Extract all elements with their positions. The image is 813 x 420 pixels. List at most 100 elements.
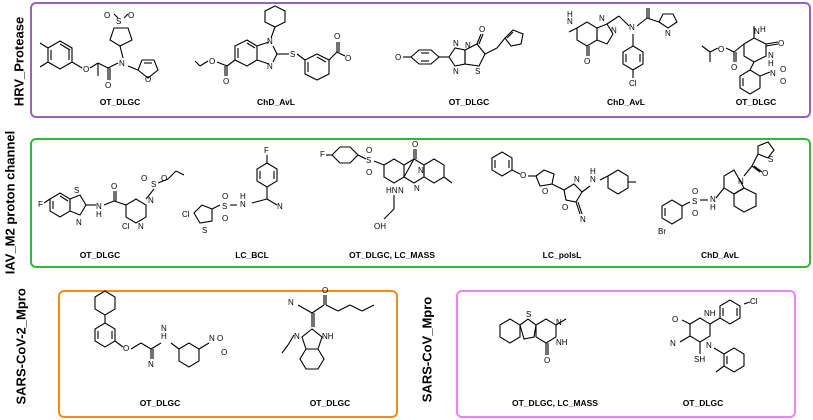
svg-text:O: O xyxy=(520,171,526,180)
svg-text:S: S xyxy=(74,186,79,195)
svg-text:O: O xyxy=(780,65,786,74)
svg-text:N: N xyxy=(599,14,605,23)
svg-text:N: N xyxy=(240,200,246,209)
svg-text:O: O xyxy=(334,32,340,41)
svg-text:N: N xyxy=(706,341,712,350)
svg-text:S: S xyxy=(290,50,295,59)
svg-text:O: O xyxy=(731,63,737,72)
svg-text:N: N xyxy=(418,166,424,175)
svg-text:N: N xyxy=(277,202,283,211)
svg-text:Cl: Cl xyxy=(122,222,130,231)
caption-sars2-2: OT_DLGC xyxy=(309,398,351,408)
panel-hrv-protease xyxy=(30,2,811,118)
svg-text:O: O xyxy=(111,182,117,191)
svg-text:O: O xyxy=(105,81,111,90)
svg-text:N: N xyxy=(288,298,294,307)
caption-sars2-1: OT_DLGC xyxy=(139,398,181,408)
svg-text:O: O xyxy=(83,65,89,74)
molecule-iav-4: O O NO NH N xyxy=(491,151,636,224)
molecule-sars2-1: O N HN N OO xyxy=(94,290,227,369)
caption-hrv-3: OT_DLGC xyxy=(448,97,490,107)
svg-text:O: O xyxy=(222,192,228,201)
svg-text:OH: OH xyxy=(374,222,386,231)
svg-text:N: N xyxy=(567,17,573,26)
svg-text:O: O xyxy=(692,209,698,218)
svg-text:F: F xyxy=(38,200,43,209)
svg-text:O: O xyxy=(161,174,167,183)
svg-text:O: O xyxy=(217,334,223,343)
caption-sars-1: OT_DLGC, LC_MASS xyxy=(512,398,598,408)
svg-text:O: O xyxy=(141,174,147,183)
molecule-iav-5: S O N NH S OO Br xyxy=(658,141,775,236)
svg-text:HN: HN xyxy=(386,186,398,195)
svg-text:O: O xyxy=(584,57,590,66)
caption-iav-5: ChD_AvL xyxy=(701,250,739,260)
molecule-hrv-2: N N S O O O O xyxy=(194,5,351,86)
svg-text:S: S xyxy=(151,180,156,189)
molecule-sars-1: S N NH O xyxy=(499,310,568,365)
svg-text:N: N xyxy=(710,195,716,204)
svg-text:N: N xyxy=(453,67,459,76)
svg-text:NH: NH xyxy=(704,309,716,318)
svg-text:N: N xyxy=(267,37,273,46)
svg-text:N: N xyxy=(465,41,471,50)
panel-title-iav: IAV_M2 proton channel xyxy=(2,130,18,275)
svg-text:O: O xyxy=(222,214,228,223)
svg-text:N: N xyxy=(119,59,125,68)
molecule-iav-2: F N NH S OO ClS xyxy=(182,146,283,235)
svg-text:O: O xyxy=(128,11,134,20)
svg-text:O: O xyxy=(762,169,768,178)
svg-text:N: N xyxy=(209,334,215,343)
caption-hrv-5: OT_DLGC xyxy=(735,97,777,107)
svg-text:N: N xyxy=(670,339,676,348)
svg-text:N: N xyxy=(148,360,154,369)
svg-text:F: F xyxy=(320,150,325,159)
svg-text:O: O xyxy=(672,315,678,324)
svg-text:N: N xyxy=(768,51,774,60)
svg-text:N: N xyxy=(148,196,154,205)
svg-text:S: S xyxy=(475,67,480,76)
svg-text:H: H xyxy=(161,332,167,341)
svg-text:NH: NH xyxy=(556,338,568,347)
svg-text:O: O xyxy=(544,356,550,365)
svg-text:O: O xyxy=(209,57,215,66)
svg-text:N: N xyxy=(770,69,776,78)
panel-title-sars: SARS-CoV_Mpro xyxy=(419,296,435,403)
svg-text:H: H xyxy=(760,25,766,34)
svg-text:O: O xyxy=(345,54,351,63)
svg-text:H: H xyxy=(590,167,596,176)
caption-hrv-2: ChD_AvL xyxy=(257,97,295,107)
svg-text:O: O xyxy=(780,77,786,86)
svg-text:N: N xyxy=(294,332,300,341)
svg-text:Cl: Cl xyxy=(750,297,758,306)
svg-text:N: N xyxy=(665,29,671,38)
svg-text:N: N xyxy=(611,26,617,35)
svg-text:S: S xyxy=(222,202,227,211)
svg-text:Br: Br xyxy=(658,227,666,236)
svg-text:O: O xyxy=(718,45,724,54)
svg-text:O: O xyxy=(366,146,372,155)
svg-text:H: H xyxy=(710,203,716,212)
caption-hrv-1: OT_DLGC xyxy=(99,97,141,107)
svg-text:O: O xyxy=(778,39,784,48)
svg-text:NH: NH xyxy=(322,332,334,341)
panel-sars-cov-2-mpro xyxy=(58,290,398,418)
caption-iav-1: OT_DLGC xyxy=(79,250,121,260)
caption-sars-2: OT_DLGC xyxy=(682,398,724,408)
svg-text:N: N xyxy=(138,222,144,231)
svg-text:H: H xyxy=(240,192,246,201)
svg-text:O: O xyxy=(395,53,401,62)
svg-text:O: O xyxy=(223,77,229,86)
svg-text:N: N xyxy=(96,202,102,211)
svg-text:SH: SH xyxy=(694,355,705,364)
svg-text:F: F xyxy=(264,146,269,155)
panel-title-hrv: HRV_Protease xyxy=(11,16,27,107)
svg-text:O: O xyxy=(542,187,548,196)
svg-text:N: N xyxy=(590,175,596,184)
caption-iav-4: LC_polsL xyxy=(542,250,582,260)
svg-text:S: S xyxy=(116,17,121,26)
molecule-sars-2: Cl O NH N N SH xyxy=(670,297,758,373)
